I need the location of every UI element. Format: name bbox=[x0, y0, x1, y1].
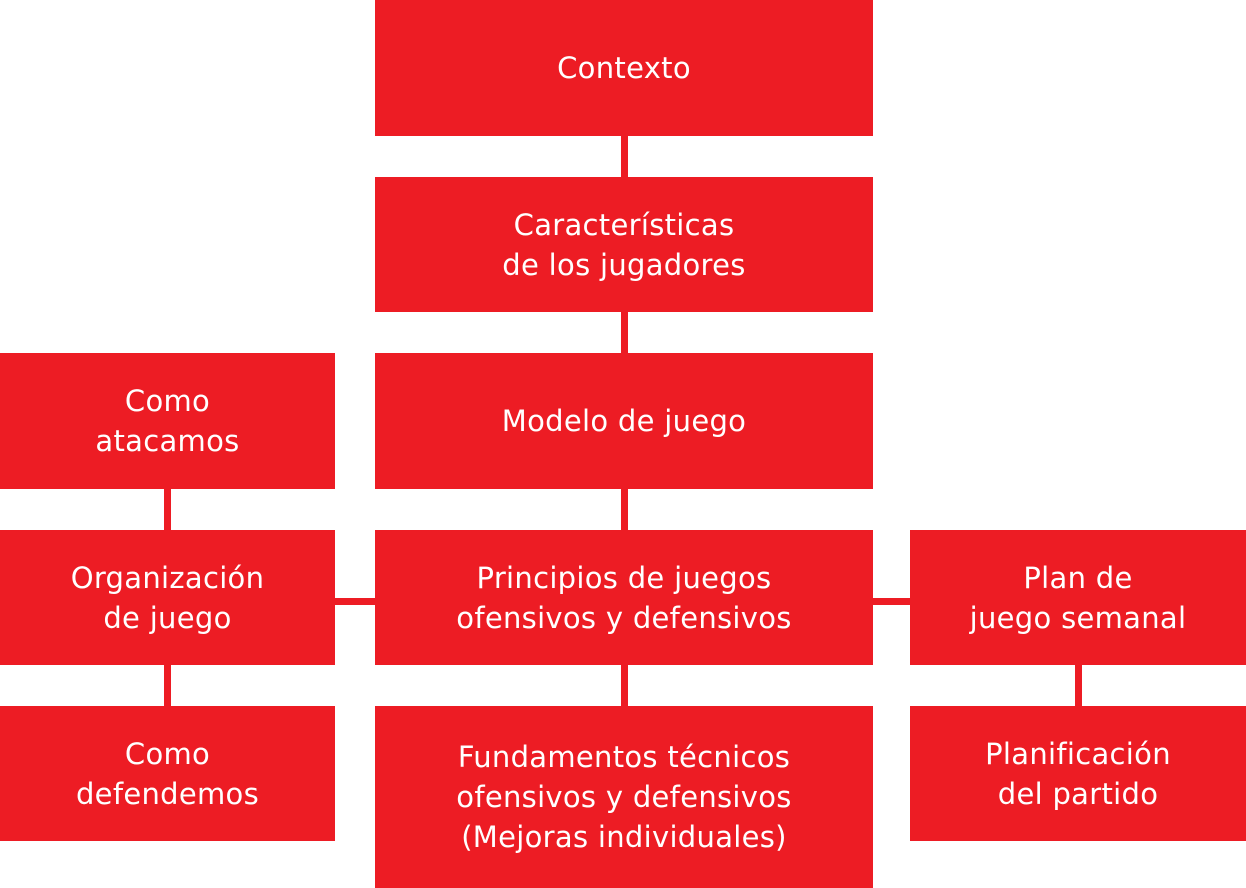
node-fundamentos: Fundamentos técnicos ofensivos y defensi… bbox=[375, 706, 873, 888]
connector-principios-fundamentos bbox=[621, 665, 628, 706]
connector-atacamos-organizacion bbox=[164, 489, 171, 530]
node-organizacion: Organización de juego bbox=[0, 530, 335, 665]
connector-organizacion-principios bbox=[335, 598, 375, 605]
connector-organizacion-defendemos bbox=[164, 665, 171, 706]
node-plan: Plan de juego semanal bbox=[910, 530, 1246, 665]
connector-principios-plan bbox=[873, 598, 910, 605]
node-caracteristicas: Características de los jugadores bbox=[375, 177, 873, 312]
node-modelo: Modelo de juego bbox=[375, 353, 873, 489]
node-atacamos: Como atacamos bbox=[0, 353, 335, 489]
connector-modelo-principios bbox=[621, 489, 628, 530]
node-principios: Principios de juegos ofensivos y defensi… bbox=[375, 530, 873, 665]
node-contexto: Contexto bbox=[375, 0, 873, 136]
connector-plan-planificacion bbox=[1075, 665, 1082, 706]
connector-caracteristicas-modelo bbox=[621, 312, 628, 353]
node-defendemos: Como defendemos bbox=[0, 706, 335, 841]
connector-contexto-caracteristicas bbox=[621, 136, 628, 177]
node-planificacion: Planificación del partido bbox=[910, 706, 1246, 841]
